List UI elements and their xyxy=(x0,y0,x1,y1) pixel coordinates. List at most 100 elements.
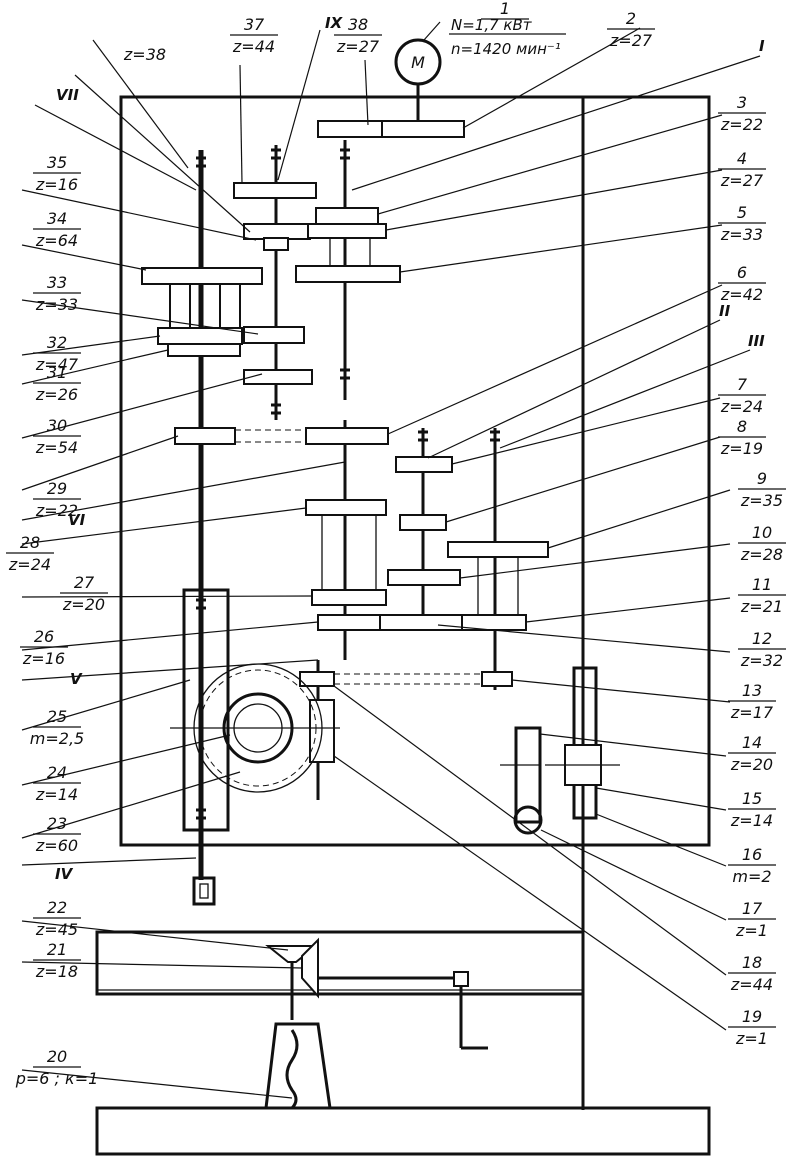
callout-3: 3 z=22 xyxy=(718,93,766,134)
shaft-label-II: II xyxy=(719,302,731,320)
lead-screw-nut-20 xyxy=(264,1022,332,1110)
motor-power: N=1,7 кВт xyxy=(451,16,533,34)
gear-31 xyxy=(167,343,241,357)
callout-param: z=16 xyxy=(22,649,65,668)
gear-27 xyxy=(311,589,387,606)
callout-5: 5 z=33 xyxy=(718,203,766,244)
callout-number: 4 xyxy=(737,149,747,168)
callout-number: 20 xyxy=(47,1047,67,1066)
shaft-label-IV: IV xyxy=(55,865,74,883)
callout-param: z=47 xyxy=(35,355,79,374)
callout-16: 16m=2 xyxy=(728,845,776,886)
gear-3 xyxy=(315,207,379,225)
gear-13 xyxy=(481,671,513,687)
gear-8 xyxy=(399,514,447,531)
callout-37: 37 z=44 xyxy=(230,15,278,56)
callout-param: p=6 ; к=1 xyxy=(15,1069,99,1088)
callout-31: 31z=26 xyxy=(33,363,81,404)
callout-param: z=24 xyxy=(8,555,51,574)
callout-12: 12 z=32 xyxy=(738,629,786,670)
gear-30 xyxy=(243,369,313,385)
callout-param: z=35 xyxy=(740,491,783,510)
callout-param: z=54 xyxy=(35,438,78,457)
callout-param: z=24 xyxy=(720,397,763,416)
callout-param: z=26 xyxy=(35,385,78,404)
callout-number: 30 xyxy=(47,416,67,435)
callout-19: 19z=1 xyxy=(728,1007,776,1048)
callout-13: 13z=17 xyxy=(728,681,776,722)
callout-number: 15 xyxy=(742,789,762,808)
gear-33 xyxy=(243,326,305,344)
callout-param: z=60 xyxy=(35,836,78,855)
shaft-label-III: III xyxy=(748,332,765,350)
gear-21 xyxy=(301,937,319,999)
callout-number: 24 xyxy=(47,763,67,782)
callout-number: 6 xyxy=(737,263,747,282)
callout-34: 34z=64 xyxy=(33,209,81,250)
gear-6 xyxy=(305,427,389,445)
gear-22 xyxy=(265,945,319,963)
callout-number: 32 xyxy=(47,333,67,352)
leader-lines xyxy=(21,27,761,1099)
callout-param: z=44 xyxy=(730,975,773,994)
callout-number: 1 xyxy=(500,0,510,18)
callout-number: 10 xyxy=(752,523,772,542)
callout-number: 11 xyxy=(752,575,772,594)
callout-param: z=44 xyxy=(232,37,275,56)
gear-4 xyxy=(307,223,387,239)
callout-param: z=1 xyxy=(735,1029,768,1048)
callout-param: z=14 xyxy=(35,785,78,804)
callout-number: 2 xyxy=(626,9,636,28)
callout-param: z=27 xyxy=(720,171,764,190)
callout-15: 15 z=14 xyxy=(728,789,776,830)
gear-28 xyxy=(305,499,387,516)
callout-param: z=14 xyxy=(730,811,773,830)
gear-2 xyxy=(381,120,465,138)
gear-37 xyxy=(233,182,317,199)
callout-23: 23z=60 xyxy=(33,814,81,855)
shaft-label-VII: VII xyxy=(56,86,79,104)
callout-10: 10 z=28 xyxy=(738,523,786,564)
callout-33: 33z=33 xyxy=(33,273,81,314)
gear-29 xyxy=(174,427,236,445)
callout-4: 4 z=27 xyxy=(718,149,766,190)
callout-number: 27 xyxy=(74,573,95,592)
callout-param: z=21 xyxy=(740,597,783,616)
callout-param: z=32 xyxy=(740,651,783,670)
callout-28: 28z=24 xyxy=(6,533,54,574)
shaft-label-I: I xyxy=(759,37,765,55)
callout-param: z=27 xyxy=(609,31,653,50)
callout-number: 29 xyxy=(47,479,67,498)
callout-24: 24 z=14 xyxy=(33,763,81,804)
callout-number: 18 xyxy=(742,953,762,972)
callout-param: z=28 xyxy=(740,545,783,564)
callout-number: 9 xyxy=(757,469,767,488)
callout-param: z=20 xyxy=(730,755,773,774)
callout-param: z=64 xyxy=(35,231,78,250)
callouts: 12z=273z=224z=275z=336z=427z=248z=199z=3… xyxy=(6,0,786,1088)
gear-10 xyxy=(387,569,461,586)
callout-param: z=22 xyxy=(720,115,763,134)
callout-number: 5 xyxy=(737,203,747,222)
callout-2: 2 z=27 xyxy=(607,9,655,50)
callout-param: z=33 xyxy=(720,225,763,244)
callout-21: 21z=18 xyxy=(33,940,81,981)
callout-number: 37 xyxy=(244,15,265,34)
callout-number: 21 xyxy=(47,940,67,959)
callout-number: 3 xyxy=(737,93,747,112)
callout-number: 12 xyxy=(752,629,772,648)
shaft-label-VI: VI xyxy=(68,511,86,529)
callout-param: z=1 xyxy=(735,921,768,940)
callout-35: 35z=16 xyxy=(33,153,81,194)
shaft-label-IX: IX xyxy=(325,14,344,32)
callout-number: 22 xyxy=(47,898,67,917)
callout-param: z=27 xyxy=(336,37,380,56)
gear-9 xyxy=(447,541,549,558)
callout-22: 22z=45 xyxy=(33,898,81,939)
callout-number: 17 xyxy=(742,899,763,918)
callout-32: 32 z=47 xyxy=(33,333,81,374)
callout-18: 18 z=44 xyxy=(728,953,776,994)
callout-number: 19 xyxy=(742,1007,762,1026)
callout-6: 6z=42 xyxy=(718,263,766,304)
